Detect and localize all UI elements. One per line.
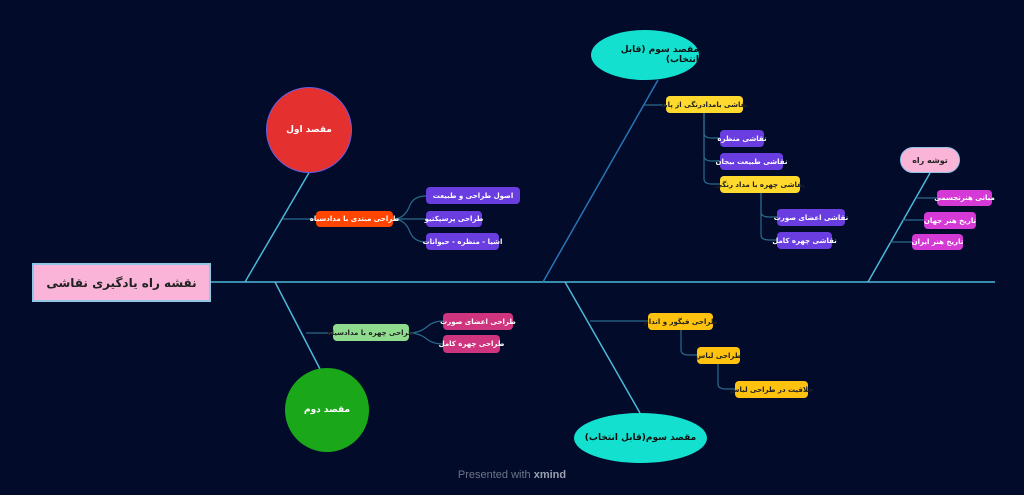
bone-provisions: [867, 172, 931, 283]
provisions-child[interactable]: تاریخ هنر ایران: [912, 234, 963, 250]
xmind-logo[interactable]: xmind: [533, 469, 567, 481]
footer-prefix: Presented with: [457, 469, 531, 481]
goal2-branch[interactable]: طراحی چهره با مدادسیاه: [327, 324, 415, 341]
provisions-child[interactable]: تاریخ هنر جهان: [924, 212, 976, 229]
goal1-topic[interactable]: مقصد اول: [266, 87, 352, 173]
goal3-top-branch[interactable]: نقاشی بامدادرنگی از پایه: [661, 96, 748, 113]
goal3-top-child[interactable]: نقاشی طبیعت بیجان: [716, 153, 787, 170]
provisions-topic[interactable]: توشه راه: [900, 147, 960, 173]
goal1-child[interactable]: اصول طراحی و طبیعت: [426, 187, 520, 204]
goal1-child[interactable]: اشیا - منظره - حیوانات: [423, 233, 502, 250]
goal3-top-topic[interactable]: مقصد سوم (قابل انتخاب): [591, 30, 699, 80]
presented-with-footer: Presented with xmind: [0, 469, 1024, 481]
goal2-topic[interactable]: مقصد دوم: [285, 368, 369, 452]
goal3-top-grandchild[interactable]: نقاشی اعضای صورت: [774, 209, 848, 226]
goal3-bottom-branch[interactable]: طراحی فیگور و اندام: [644, 313, 717, 330]
goal1-child[interactable]: طراحی پرسپکتیو: [425, 211, 483, 227]
bone-goal1: [244, 170, 311, 283]
bone-goal3-bottom: [564, 281, 641, 414]
bone-goal2: [274, 281, 321, 370]
provisions-child[interactable]: مبانی هنرتجسمی: [934, 190, 995, 206]
central-topic[interactable]: نقشه راه یادگیری نقاشی: [32, 263, 211, 302]
goal2-child[interactable]: طراحی اعضای صورت: [440, 313, 516, 330]
goal1-branch[interactable]: طراحی مبتدی با مدادسیاه: [310, 211, 399, 227]
goal3-bottom-topic[interactable]: مقصد سوم(قابل انتخاب): [574, 413, 707, 463]
goal3-top-grandchild[interactable]: نقاشی چهره کامل: [772, 232, 837, 249]
goal3-bottom-grandchild[interactable]: خلاقیت در طراحی لباس: [730, 381, 813, 398]
goal3-top-child[interactable]: نقاشی منظره: [717, 130, 767, 147]
goal2-child[interactable]: طراحی چهره کامل: [439, 335, 504, 353]
bone-goal3-top: [542, 79, 659, 283]
goal3-top-child[interactable]: نقاشی چهره با مداد رنگی: [715, 176, 805, 193]
goal3-bottom-child[interactable]: طراحی لباس: [696, 347, 741, 364]
